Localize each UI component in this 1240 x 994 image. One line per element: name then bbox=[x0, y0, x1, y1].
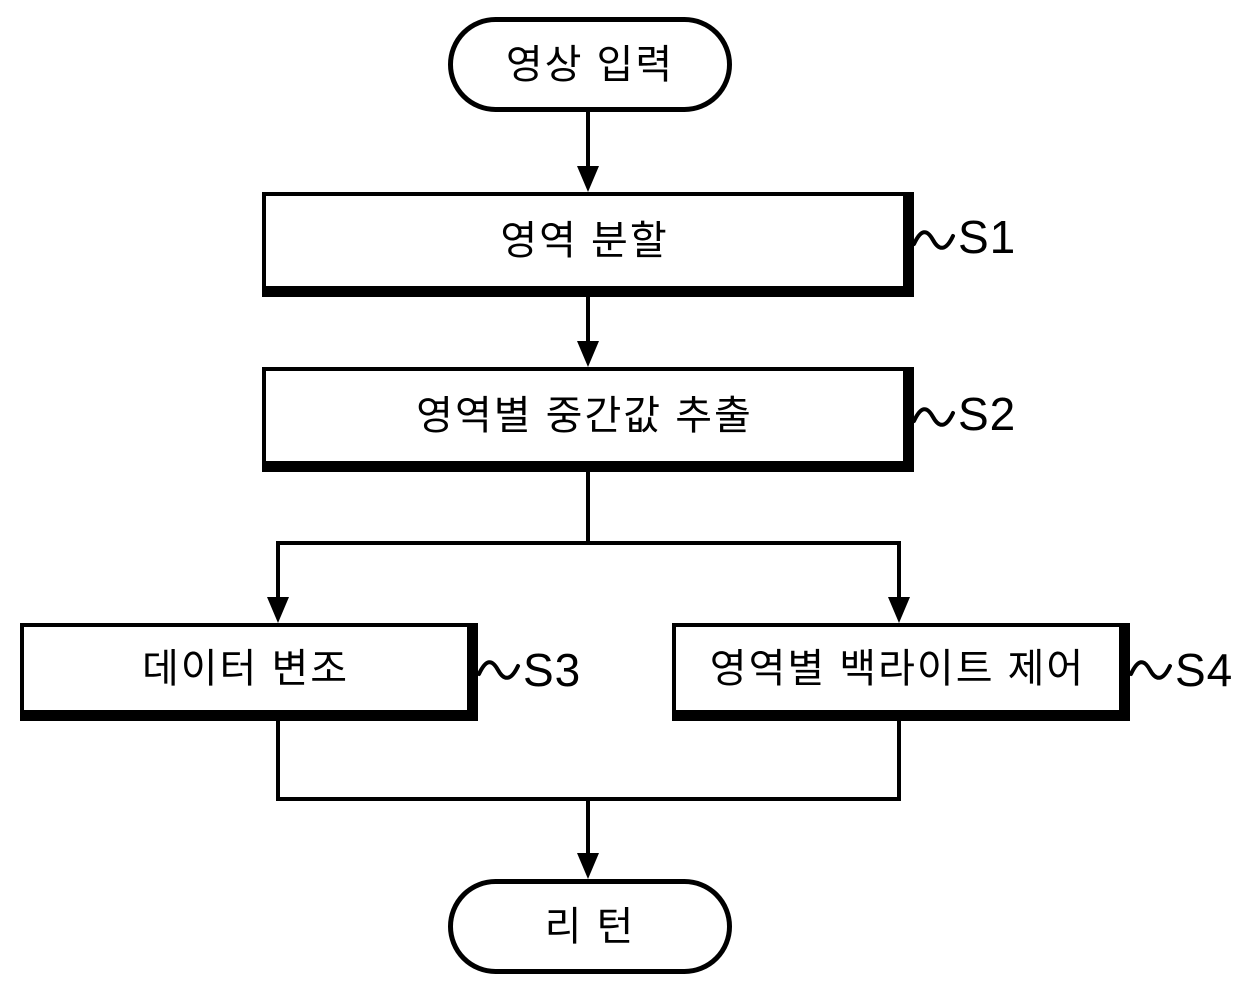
arrowhead-start-to-s1 bbox=[577, 166, 599, 192]
node-s3: 데이터 변조 bbox=[20, 623, 478, 721]
node-start-label: 영상 입력 bbox=[505, 42, 675, 87]
tilde-connector-s2 bbox=[912, 407, 955, 427]
node-start: 영상 입력 bbox=[448, 17, 732, 112]
step-label-s1: S1 bbox=[958, 211, 1017, 263]
tilde-connector-s1 bbox=[912, 230, 955, 250]
arrowhead-s2-to-s4 bbox=[888, 597, 910, 623]
split-connector-s2 bbox=[276, 470, 901, 600]
node-s2-label: 영역별 중간값 추출 bbox=[416, 394, 753, 438]
node-s2: 영역별 중간값 추출 bbox=[262, 367, 914, 472]
node-s4-label: 영역별 백라이트 제어 bbox=[709, 646, 1086, 691]
step-label-s2: S2 bbox=[958, 388, 1017, 440]
tilde-connector-s4 bbox=[1129, 660, 1172, 680]
arrowhead-s1-to-s2 bbox=[577, 341, 599, 367]
node-end: 리 턴 bbox=[448, 879, 732, 974]
arrowhead-s2-to-s3 bbox=[267, 597, 289, 623]
node-s1: 영역 분할 bbox=[262, 192, 914, 297]
tilde-connector-s3 bbox=[477, 660, 520, 680]
arrowhead-merge-to-end bbox=[577, 853, 599, 879]
node-s1-label: 영역 분할 bbox=[500, 219, 669, 263]
node-s4: 영역별 백라이트 제어 bbox=[672, 623, 1130, 721]
merge-connector-to-end bbox=[276, 721, 901, 856]
step-label-s3: S3 bbox=[523, 644, 582, 696]
node-s3-label: 데이터 변조 bbox=[141, 646, 350, 691]
step-label-s4: S4 bbox=[1175, 644, 1234, 696]
node-end-label: 리 턴 bbox=[544, 904, 636, 949]
